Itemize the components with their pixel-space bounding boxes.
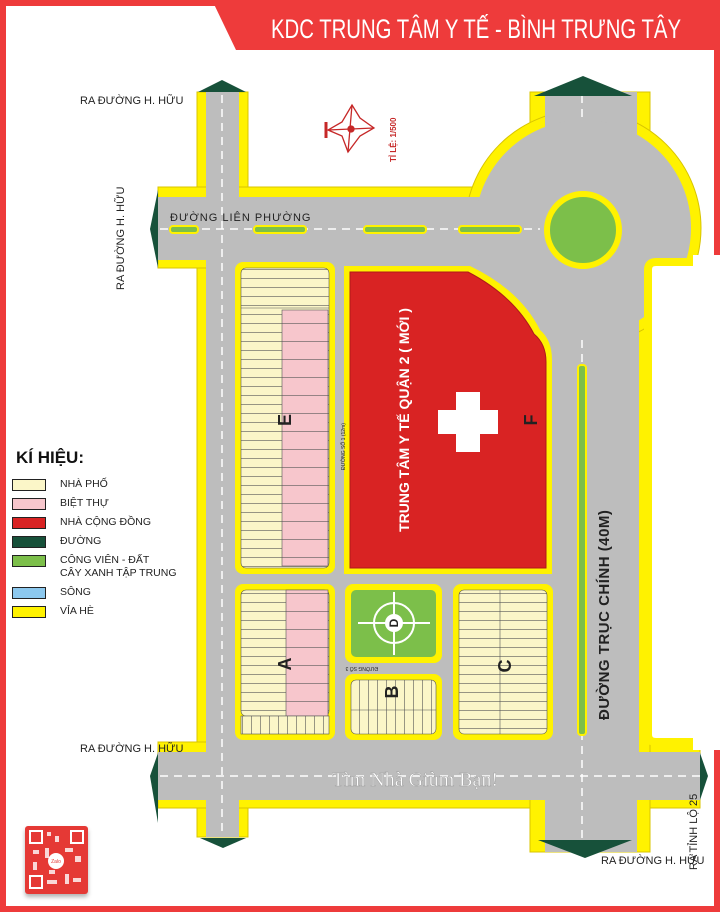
median-strips <box>169 225 587 736</box>
qr-label: Zalo <box>51 859 61 865</box>
medical-cross-icon <box>438 392 498 452</box>
block-B[interactable] <box>345 674 442 740</box>
legend-swatch <box>12 479 46 491</box>
legend-label: NHÀ CỘNG ĐỒNG <box>60 516 152 528</box>
exit-arrows <box>150 76 708 858</box>
block-D-park[interactable] <box>345 584 442 663</box>
exit-label-right: RA TỈNH LỘ 25 <box>687 794 700 870</box>
block-C[interactable] <box>453 584 553 740</box>
legend-item: ĐƯỜNG <box>12 535 182 548</box>
arrow-right-icon <box>700 753 708 800</box>
legend-item: BIỆT THỰ <box>12 497 182 510</box>
block-label-B: B <box>382 686 402 699</box>
zalo-qr-code[interactable]: Zalo <box>25 826 88 894</box>
arrow-up-left-icon <box>198 80 246 92</box>
legend-swatch <box>12 498 46 510</box>
exit-label-bottom-right: RA ĐƯỜNG H. HỮU <box>601 854 704 867</box>
arrow-down-left-icon <box>200 838 246 848</box>
road-label-duong-so-1: ĐƯỜNG SỐ 1 (12m) <box>340 423 347 470</box>
legend-swatch <box>12 587 46 599</box>
block-A[interactable] <box>235 584 335 740</box>
legend-item: VỈA HÈ <box>12 605 182 618</box>
legend-item: NHÀ PHỐ <box>12 478 182 491</box>
arrow-left-bottom-icon <box>150 753 158 823</box>
roundabout-park <box>544 191 622 269</box>
road-label-truc-chinh: ĐƯỜNG TRỤC CHÍNH (40M) <box>595 510 613 720</box>
exit-label-left: RA ĐƯỜNG H. HỮU <box>114 187 127 290</box>
block-label-C: C <box>495 660 515 673</box>
scale-label: TỈ LỆ: 1/500 <box>389 117 398 162</box>
block-label-E: E <box>275 414 295 426</box>
exit-label-bottom-left: RA ĐƯỜNG H. HỮU <box>80 742 183 755</box>
medical-center-label: TRUNG TÂM Y TẾ QUẬN 2 ( MỚI ) <box>395 308 412 532</box>
legend-swatch <box>12 536 46 548</box>
qr-code-icon: Zalo <box>29 830 84 889</box>
arrow-up-right-icon <box>534 76 632 96</box>
legend-item: NHÀ CỘNG ĐỒNG <box>12 516 182 529</box>
arrow-left-top-icon <box>150 190 158 268</box>
block-label-F: F <box>521 415 541 426</box>
compass-rose-icon <box>324 103 376 154</box>
legend-label: NHÀ PHỐ <box>60 478 108 490</box>
legend-swatch <box>12 606 46 618</box>
road-label-duong-so-3: ĐƯỜNG SỐ 3 <box>345 665 378 672</box>
legend-label: ĐƯỜNG <box>60 535 102 547</box>
block-E[interactable] <box>235 262 335 574</box>
legend-label: CÔNG VIÊN - ĐẤT CÂY XANH TẬP TRUNG <box>60 554 177 579</box>
legend-label: VỈA HÈ <box>60 605 94 617</box>
title-banner <box>212 0 720 50</box>
block-label-D: D <box>387 618 401 627</box>
legend-item: SÔNG <box>12 586 182 599</box>
page-title: KDC TRUNG TÂM Y TẾ - BÌNH TRƯNG TÂY <box>271 13 681 44</box>
legend-item: CÔNG VIÊN - ĐẤT CÂY XANH TẬP TRUNG <box>12 554 182 580</box>
legend-label: SÔNG <box>60 586 91 598</box>
road-label-lien-phuong: ĐƯỜNG LIÊN PHƯỜNG <box>170 211 311 224</box>
land-right <box>644 258 704 746</box>
block-label-A: A <box>275 658 295 671</box>
block-F-medical-center[interactable] <box>344 266 552 574</box>
exit-label-top-left: RA ĐƯỜNG H. HỮU <box>80 94 183 107</box>
legend-swatch <box>12 517 46 529</box>
legend-title: KÍ HIỆU: <box>16 448 84 467</box>
watermark-text: Tìm Nhà Giùm Bạn! <box>332 769 498 791</box>
arrow-down-right-icon <box>538 840 632 858</box>
legend: KÍ HIỆU: NHÀ PHỐ BIỆT THỰ NHÀ CỘNG ĐỒNG ĐƯỜ… <box>12 448 182 624</box>
legend-items: NHÀ PHỐ BIỆT THỰ NHÀ CỘNG ĐỒNG ĐƯỜNG CÔNG VI… <box>12 478 182 618</box>
legend-swatch <box>12 555 46 567</box>
legend-label: BIỆT THỰ <box>60 497 109 509</box>
